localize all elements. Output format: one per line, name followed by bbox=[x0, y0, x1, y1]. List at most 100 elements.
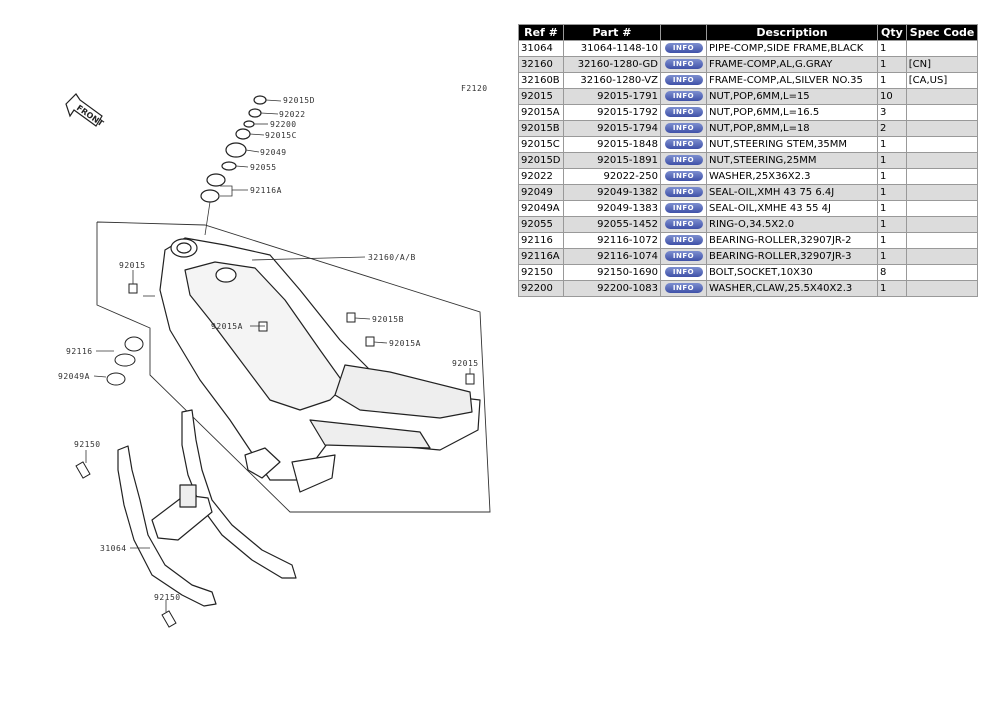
table-row: 92055 92055-1452 INFO RING-O,34.5X2.0 1 bbox=[518, 216, 979, 233]
info-button[interactable]: INFO bbox=[664, 234, 703, 245]
cell-part: 92055-1452 bbox=[563, 216, 661, 233]
table-row: 92022 92022-250 INFO WASHER,25X36X2.3 1 bbox=[518, 168, 979, 185]
cell-part: 92022-250 bbox=[563, 168, 661, 185]
label-92015B: 92015B bbox=[372, 315, 404, 324]
cell-ref: 92116A bbox=[518, 248, 564, 265]
label-92150-top: 92150 bbox=[74, 440, 101, 449]
header-spec-code: Spec Code bbox=[905, 24, 979, 41]
cell-ref: 92150 bbox=[518, 264, 564, 281]
label-92015-right: 92015 bbox=[452, 359, 479, 368]
label-92049A: 92049A bbox=[58, 372, 90, 381]
info-button[interactable]: INFO bbox=[664, 74, 703, 85]
cell-spec bbox=[905, 152, 979, 169]
info-button[interactable]: INFO bbox=[664, 282, 703, 293]
info-button[interactable]: INFO bbox=[664, 250, 703, 261]
cell-part: 32160-1280-VZ bbox=[563, 72, 661, 89]
table-row: 32160B 32160-1280-VZ INFO FRAME-COMP,AL,… bbox=[518, 72, 979, 89]
diagram-code: F2120 bbox=[461, 84, 488, 93]
header-info bbox=[660, 24, 707, 41]
label-92200: 92200 bbox=[270, 120, 297, 129]
info-button[interactable]: INFO bbox=[664, 58, 703, 69]
cell-ref: 92022 bbox=[518, 168, 564, 185]
info-button[interactable]: INFO bbox=[664, 122, 703, 133]
cell-ref: 92049 bbox=[518, 184, 564, 201]
cell-description: SEAL-OIL,XMHE 43 55 4J bbox=[706, 200, 878, 217]
leader-lines-lower bbox=[85, 256, 471, 612]
label-92055: 92055 bbox=[250, 163, 277, 172]
cell-qty: 1 bbox=[877, 216, 907, 233]
side-frame-pipe bbox=[117, 409, 297, 607]
label-92015D: 92015D bbox=[283, 96, 315, 105]
info-button[interactable]: INFO bbox=[664, 202, 703, 213]
cell-qty: 1 bbox=[877, 168, 907, 185]
info-button[interactable]: INFO bbox=[664, 138, 703, 149]
info-button[interactable]: INFO bbox=[664, 42, 703, 53]
info-button[interactable]: INFO bbox=[664, 106, 703, 117]
table-row: 92116 92116-1072 INFO BEARING-ROLLER,329… bbox=[518, 232, 979, 249]
info-button[interactable]: INFO bbox=[664, 154, 703, 165]
frame-outline bbox=[96, 221, 491, 513]
table-row: 92015A 92015-1792 INFO NUT,POP,6MM,L=16.… bbox=[518, 104, 979, 121]
table-header-row: Ref # Part # Description Qty Spec Code bbox=[518, 24, 979, 41]
cell-part: 92116-1072 bbox=[563, 232, 661, 249]
cell-description: NUT,POP,8MM,L=18 bbox=[706, 120, 878, 137]
cell-part: 92015-1792 bbox=[563, 104, 661, 121]
label-92015C: 92015C bbox=[265, 131, 297, 140]
cell-part: 32160-1280-GD bbox=[563, 56, 661, 73]
table-row: 92150 92150-1690 INFO BOLT,SOCKET,10X30 … bbox=[518, 264, 979, 281]
label-32160: 32160/A/B bbox=[368, 253, 416, 262]
cell-spec bbox=[905, 40, 979, 57]
parts-diagram: F2120 FRONT bbox=[58, 84, 491, 628]
cell-qty: 1 bbox=[877, 248, 907, 265]
cell-part: 92116-1074 bbox=[563, 248, 661, 265]
info-button[interactable]: INFO bbox=[664, 186, 703, 197]
cell-part: 92049-1383 bbox=[563, 200, 661, 217]
cell-qty: 1 bbox=[877, 200, 907, 217]
cell-ref: 92055 bbox=[518, 216, 564, 233]
info-button[interactable]: INFO bbox=[664, 218, 703, 229]
info-button[interactable]: INFO bbox=[664, 266, 703, 277]
cell-ref: 92049A bbox=[518, 200, 564, 217]
cell-spec bbox=[905, 280, 979, 297]
cell-qty: 1 bbox=[877, 232, 907, 249]
cell-part: 92015-1794 bbox=[563, 120, 661, 137]
cell-description: WASHER,25X36X2.3 bbox=[706, 168, 878, 185]
label-92116A: 92116A bbox=[250, 186, 282, 195]
label-92015A-mid: 92015A bbox=[211, 322, 243, 331]
cell-description: BEARING-ROLLER,32907JR-3 bbox=[706, 248, 878, 265]
cell-description: FRAME-COMP,AL,G.GRAY bbox=[706, 56, 878, 73]
cell-ref: 32160B bbox=[518, 72, 564, 89]
cell-ref: 32160 bbox=[518, 56, 564, 73]
cell-spec bbox=[905, 88, 979, 105]
label-92015-left: 92015 bbox=[119, 261, 146, 270]
cell-ref: 92015A bbox=[518, 104, 564, 121]
cell-qty: 1 bbox=[877, 184, 907, 201]
cell-qty: 2 bbox=[877, 120, 907, 137]
cell-ref: 92015 bbox=[518, 88, 564, 105]
cell-part: 92015-1791 bbox=[563, 88, 661, 105]
info-button[interactable]: INFO bbox=[664, 170, 703, 181]
table-row: 92015C 92015-1848 INFO NUT,STEERING STEM… bbox=[518, 136, 979, 153]
label-92150-bottom: 92150 bbox=[154, 593, 181, 602]
cell-description: BOLT,SOCKET,10X30 bbox=[706, 264, 878, 281]
table-row: 92015 92015-1791 INFO NUT,POP,6MM,L=15 1… bbox=[518, 88, 979, 105]
cell-part: 92015-1891 bbox=[563, 152, 661, 169]
table-row: 92049A 92049-1383 INFO SEAL-OIL,XMHE 43 … bbox=[518, 200, 979, 217]
cell-ref: 92116 bbox=[518, 232, 564, 249]
cell-ref: 92200 bbox=[518, 280, 564, 297]
cell-description: NUT,POP,6MM,L=15 bbox=[706, 88, 878, 105]
cell-spec bbox=[905, 248, 979, 265]
label-92015A-right: 92015A bbox=[389, 339, 421, 348]
cell-ref: 31064 bbox=[518, 40, 564, 57]
cell-description: RING-O,34.5X2.0 bbox=[706, 216, 878, 233]
cell-spec bbox=[905, 168, 979, 185]
info-button[interactable]: INFO bbox=[664, 90, 703, 101]
table-row: 92015D 92015-1891 INFO NUT,STEERING,25MM… bbox=[518, 152, 979, 169]
cell-part: 92150-1690 bbox=[563, 264, 661, 281]
fasteners bbox=[75, 283, 475, 628]
cell-qty: 1 bbox=[877, 136, 907, 153]
cell-description: NUT,POP,6MM,L=16.5 bbox=[706, 104, 878, 121]
header-part: Part # bbox=[563, 24, 661, 41]
leader-lines bbox=[204, 99, 282, 236]
cell-spec bbox=[905, 264, 979, 281]
